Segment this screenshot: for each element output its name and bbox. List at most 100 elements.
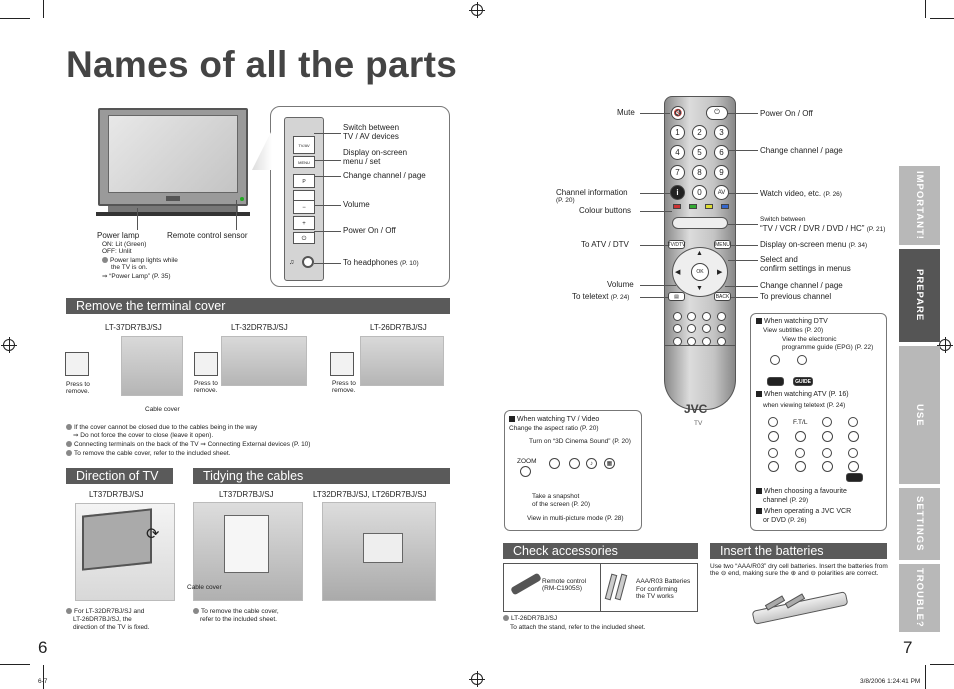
- tab-important[interactable]: IMPORTANT!: [899, 166, 940, 245]
- epg-button[interactable]: [797, 355, 807, 365]
- favourite-label-1: When choosing a favourite: [764, 488, 847, 495]
- blue-button[interactable]: [721, 204, 729, 209]
- headphone-icon: ♫: [289, 259, 295, 266]
- guide-button[interactable]: GUIDE: [793, 377, 813, 386]
- snapshot-button[interactable]: [569, 458, 580, 469]
- lamp-note-2: the TV is on.: [111, 264, 148, 271]
- remote-sensor-label: Remote control sensor: [167, 231, 248, 240]
- headphone-jack[interactable]: [302, 256, 314, 268]
- label-watch-video: Watch video, etc.: [760, 189, 822, 198]
- direction-heading: Direction of TV: [66, 468, 173, 484]
- power-button[interactable]: ⏻: [293, 232, 315, 244]
- tab-prepare[interactable]: PREPARE: [899, 249, 940, 342]
- snapshot-label-2: of the screen: [532, 501, 570, 508]
- music-button[interactable]: ♪: [586, 458, 597, 469]
- function-keys: [671, 312, 729, 348]
- digit-2-button[interactable]: 2: [692, 125, 707, 140]
- menu-remote-button[interactable]: MENU: [714, 240, 731, 249]
- mute-icon: 🔇: [673, 110, 683, 117]
- favourite-label-2: channel: [763, 497, 788, 504]
- subtitles-button[interactable]: [770, 355, 780, 365]
- channel-up-button[interactable]: P: [293, 174, 315, 188]
- batteries-heading: Insert the batteries: [710, 543, 887, 559]
- tidying-model-1: LT37DR7BJ/SJ: [219, 490, 274, 499]
- power-remote-button[interactable]: ⏻: [706, 106, 728, 120]
- accessories-heading: Check accessories: [503, 543, 698, 559]
- tab-trouble[interactable]: TROUBLE?: [899, 564, 940, 632]
- remove-26: remove.: [332, 387, 356, 394]
- info-button[interactable]: i: [670, 185, 685, 200]
- terminal-note-3: Connecting terminals on the back of the …: [74, 441, 290, 448]
- vcr-ref: (P. 26): [787, 517, 807, 524]
- av-button[interactable]: AV: [714, 185, 729, 200]
- remote-brand: JVC: [684, 402, 708, 416]
- volume-up-button[interactable]: +: [293, 216, 315, 230]
- label-display: Display on-screen: [343, 148, 408, 157]
- multi-picture-ref: (P. 28): [604, 515, 624, 522]
- label-volume: Volume: [343, 200, 370, 209]
- epg-ref: (P. 22): [854, 344, 874, 351]
- arrow-left-icon: ◀: [675, 269, 681, 276]
- volume-down-button[interactable]: −: [293, 200, 315, 214]
- press-to-26: Press to: [332, 380, 356, 387]
- accessories-box: Remote control (RM-C1905S) AAA/R03 Batte…: [503, 563, 698, 612]
- remove-37: remove.: [66, 388, 90, 395]
- tidying-note-2: refer to the included sheet.: [200, 616, 277, 623]
- tab-use[interactable]: USE: [899, 346, 940, 484]
- direction-note-3: direction of the TV is fixed.: [73, 624, 150, 631]
- direction-note-2: LT-26DR7BJ/SJ, the: [73, 616, 132, 623]
- terminal-model-26: LT-26DR7BJ/SJ: [370, 323, 427, 332]
- accessory-stand-note: To attach the stand, refer to the includ…: [510, 624, 646, 631]
- ok-button[interactable]: OK: [691, 263, 709, 281]
- digit-9-button[interactable]: 9: [714, 165, 729, 180]
- label-switch: Switch between: [343, 123, 400, 132]
- label-switch-ref: (P. 21): [866, 226, 886, 233]
- device-switch[interactable]: [672, 217, 728, 229]
- digit-5-button[interactable]: 5: [692, 145, 707, 160]
- terminal-back-26: [360, 336, 444, 386]
- 3d-sound-button[interactable]: [549, 458, 560, 469]
- back-button[interactable]: BACK: [714, 292, 731, 301]
- footer-right: 3/8/2006 1:24:41 PM: [860, 678, 921, 685]
- accessory-remote: Remote control: [542, 578, 587, 585]
- zoom-button[interactable]: [520, 466, 531, 477]
- digit-6-button[interactable]: 6: [714, 145, 729, 160]
- checker-icon: ▦: [606, 461, 613, 467]
- tvav-button[interactable]: TV/AV: [293, 136, 315, 154]
- digit-3-button[interactable]: 3: [714, 125, 729, 140]
- accessory-confirm-2: the TV works: [636, 593, 674, 600]
- digit-8-button[interactable]: 8: [692, 165, 707, 180]
- registration-mark-bottom: [469, 671, 485, 687]
- red-button[interactable]: [673, 204, 681, 209]
- multi-picture-button[interactable]: ▦: [604, 458, 615, 469]
- yellow-button[interactable]: [705, 204, 713, 209]
- zoom-label: ZOOM: [517, 458, 537, 465]
- ftl-label: F.T/L: [793, 419, 808, 426]
- label-colour-buttons: Colour buttons: [579, 206, 632, 215]
- label-previous-channel: To previous channel: [760, 292, 832, 301]
- label-tv-av: TV / AV devices: [343, 132, 399, 141]
- tab-settings[interactable]: SETTINGS: [899, 488, 940, 560]
- accessory-remote-model: (RM-C1905S): [542, 585, 583, 592]
- snapshot-ref: (P. 20): [571, 501, 591, 508]
- direction-model: LT37DR7BJ/SJ: [89, 490, 144, 499]
- green-button[interactable]: [689, 204, 697, 209]
- teletext-icon: ▤: [674, 293, 679, 300]
- digit-0-button[interactable]: 0: [692, 185, 707, 200]
- accessory-batteries: AAA/R03 Batteries: [636, 578, 691, 585]
- digit-4-button[interactable]: 4: [670, 145, 685, 160]
- dtv-key[interactable]: [767, 377, 784, 386]
- favourite-key[interactable]: [846, 473, 863, 482]
- menu-button[interactable]: MENU: [293, 156, 315, 168]
- terminal-note-1: If the cover cannot be closed due to the…: [74, 424, 258, 431]
- tv-dtv-button[interactable]: TV/DTV: [667, 240, 686, 249]
- page-number-left: 6: [38, 638, 48, 657]
- digit-1-button[interactable]: 1: [670, 125, 685, 140]
- atv-box-ref: (P. 16): [828, 391, 849, 398]
- footer-left: 6-7: [38, 678, 48, 685]
- label-channel-info-ref: (P. 20): [556, 197, 575, 204]
- teletext-button[interactable]: ▤: [668, 292, 685, 301]
- mute-button[interactable]: 🔇: [671, 106, 685, 120]
- music-note-icon: ♪: [590, 460, 593, 467]
- digit-7-button[interactable]: 7: [670, 165, 685, 180]
